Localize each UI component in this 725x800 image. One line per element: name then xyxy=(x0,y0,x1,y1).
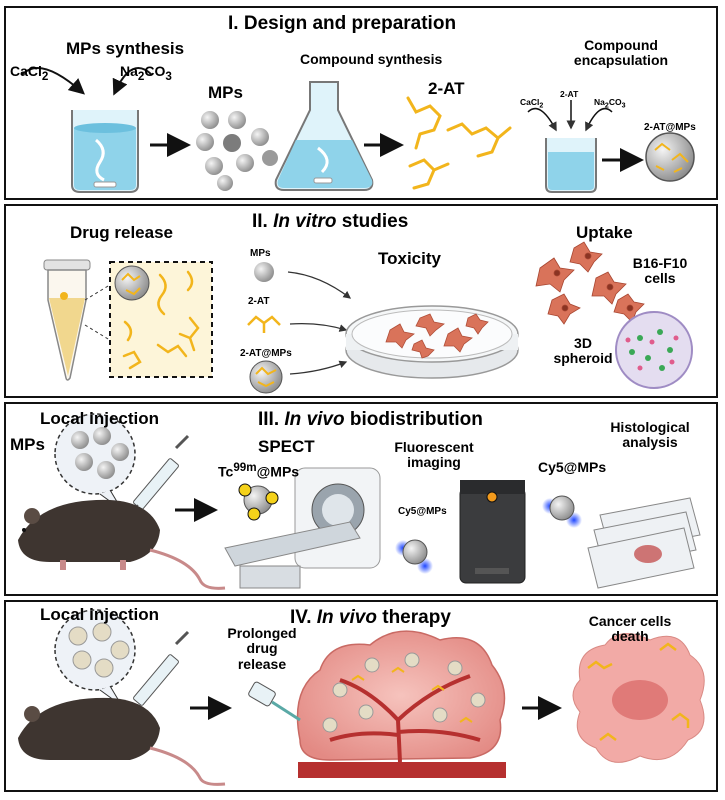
toxicity-inputs xyxy=(247,262,352,394)
b16f10-cells xyxy=(535,241,645,325)
petri-dish xyxy=(345,305,519,379)
spect-scanner xyxy=(224,467,381,589)
panel-2-title: II. In vitro studies xyxy=(252,211,409,232)
tc-mps-label: Tc99m@MPs xyxy=(218,461,300,480)
2at-mps-label: 2-AT@MPs xyxy=(644,122,696,133)
na2co3-label: Na2CO3 xyxy=(120,63,172,83)
panel-4-title: IV. In vivo therapy xyxy=(290,607,451,628)
cy5-mp-right xyxy=(542,495,582,528)
cy5-mps-label-left: Cy5@MPs xyxy=(398,506,447,517)
mps-label-invivo: MPs xyxy=(10,435,45,454)
2at-mps-label-invitro: 2-AT@MPs xyxy=(240,348,292,359)
2at-small-label: 2-AT xyxy=(560,89,579,99)
panel-in-vivo-therapy xyxy=(4,600,718,792)
tc-radiolabelled-mp xyxy=(238,483,279,521)
spheroid-label: 3D spheroid xyxy=(553,335,613,367)
compound-synthesis-label: Compound synthesis xyxy=(300,51,443,67)
mouse-icon xyxy=(18,499,226,590)
na2co3-small-label: Na2CO3 xyxy=(594,97,626,110)
fluorescent-imaging-label: Fluorescent imaging xyxy=(394,439,474,471)
prolonged-release-label: Prolonged drug release xyxy=(227,625,297,672)
release-zoom-content xyxy=(114,265,200,370)
panel-design-preparation xyxy=(4,6,718,200)
mouse-icon xyxy=(18,697,226,786)
uptake-label: Uptake xyxy=(576,223,633,242)
syringe-icon xyxy=(133,630,190,706)
panel-3-title: III. In vivo biodistribution xyxy=(258,409,483,430)
mps-label: MPs xyxy=(208,83,243,102)
histological-analysis-label: Histological analysis xyxy=(610,419,690,451)
eppendorf-tube xyxy=(43,259,91,381)
2at-label: 2-AT xyxy=(428,79,465,98)
drug-release-label: Drug release xyxy=(70,223,173,242)
toxicity-label: Toxicity xyxy=(378,249,441,268)
cy5-mp-left xyxy=(395,539,433,574)
cancer-cells-death-label: Cancer cells death xyxy=(588,613,672,645)
local-injection-label-therapy: Local injection xyxy=(40,605,160,624)
local-injection-label: Local injection xyxy=(40,409,160,428)
2at-label-invitro: 2-AT xyxy=(248,296,270,307)
spect-label: SPECT xyxy=(258,437,315,456)
mps-particles xyxy=(196,111,278,191)
mps-synthesis-label: MPs synthesis xyxy=(66,39,185,58)
injection-bubble xyxy=(54,413,136,511)
fluorescent-imager xyxy=(459,480,526,584)
dying-cancer-cells xyxy=(572,633,705,763)
b16f10-cells-label: B16-F10 cells xyxy=(632,255,688,287)
compound-encapsulation-label: Compound encapsulation xyxy=(573,37,669,69)
histology-slides xyxy=(587,497,701,589)
spheroid xyxy=(615,311,693,389)
panel-in-vitro-studies xyxy=(4,204,718,398)
encapsulation-beaker xyxy=(527,100,613,193)
erlenmeyer-flask xyxy=(274,81,374,191)
cacl2-small-label: CaCl2 xyxy=(520,97,544,110)
cy5-mps-label-right: Cy5@MPs xyxy=(538,459,607,475)
mps-synthesis-beaker xyxy=(21,67,153,193)
injection-bubble-therapy xyxy=(54,609,136,707)
panel-in-vivo-biodistribution xyxy=(4,402,718,596)
catheter-icon xyxy=(248,681,301,722)
cacl2-label: CaCl2 xyxy=(10,63,49,83)
mps-label-invitro: MPs xyxy=(250,248,271,259)
panel-1-title: I. Design and preparation xyxy=(228,13,457,34)
loaded-mp-sphere xyxy=(645,132,695,182)
tumor-with-vessels xyxy=(296,630,506,778)
compound-2at-molecules xyxy=(406,96,512,190)
